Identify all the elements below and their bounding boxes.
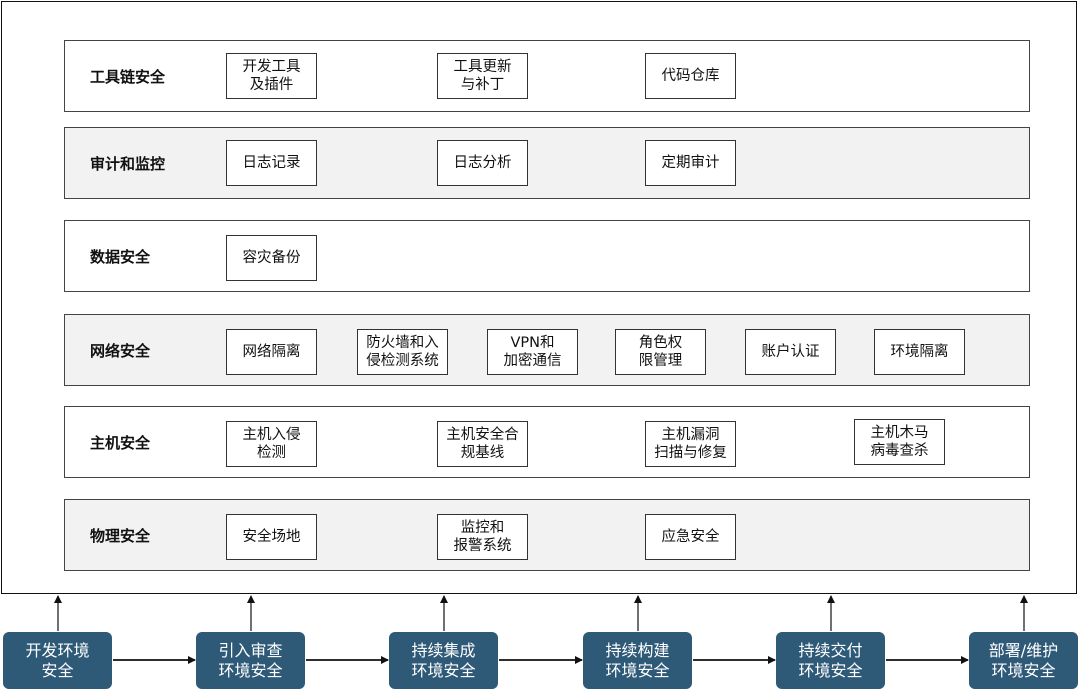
item-dev-tools-plugins: 开发工具 及插件 — [226, 53, 317, 99]
stage-deploy-maintain: 部署/维护 环境安全 — [969, 632, 1078, 689]
item-env-isolation: 环境隔离 — [874, 329, 965, 375]
layer-title: 工具链安全 — [90, 67, 166, 86]
item-tool-updates-patches: 工具更新 与补丁 — [437, 53, 528, 99]
layer-title: 数据安全 — [90, 247, 151, 266]
security-layers-frame: 工具链安全 开发工具 及插件 工具更新 与补丁 代码仓库 审计和监控 日志记录 … — [1, 1, 1077, 594]
layer-host-security: 主机安全 主机入侵 检测 主机安全合 规基线 主机漏洞 扫描与修复 主机木马 病… — [64, 406, 1030, 478]
item-network-isolation: 网络隔离 — [226, 329, 317, 375]
item-secure-site: 安全场地 — [226, 514, 317, 560]
item-firewall-ids: 防火墙和入 侵检测系统 — [357, 329, 448, 375]
item-host-intrusion-detection: 主机入侵 检测 — [226, 421, 317, 467]
layer-title: 审计和监控 — [90, 154, 166, 173]
item-disaster-backup: 容灾备份 — [226, 235, 317, 281]
stage-continuous-integration: 持续集成 环境安全 — [389, 632, 498, 689]
item-account-auth: 账户认证 — [745, 329, 836, 375]
item-log-analysis: 日志分析 — [437, 140, 528, 186]
layer-title: 主机安全 — [90, 433, 151, 452]
item-emergency-security: 应急安全 — [645, 514, 736, 560]
item-host-compliance-baseline: 主机安全合 规基线 — [437, 421, 528, 467]
stage-intake-review: 引入审查 环境安全 — [196, 632, 305, 689]
item-host-vuln-scan-fix: 主机漏洞 扫描与修复 — [645, 421, 736, 467]
item-role-permissions: 角色权 限管理 — [615, 329, 706, 375]
layer-audit-monitoring: 审计和监控 日志记录 日志分析 定期审计 — [64, 127, 1030, 199]
layer-network-security: 网络安全 网络隔离 防火墙和入 侵检测系统 VPN和 加密通信 角色权 限管理 … — [64, 314, 1030, 386]
item-monitoring-alarm: 监控和 报警系统 — [437, 514, 528, 560]
stage-dev-env: 开发环境 安全 — [3, 632, 112, 689]
layer-title: 物理安全 — [90, 526, 151, 545]
layer-physical-security: 物理安全 安全场地 监控和 报警系统 应急安全 — [64, 499, 1030, 571]
item-log-recording: 日志记录 — [226, 140, 317, 186]
item-code-repository: 代码仓库 — [645, 53, 736, 99]
stage-continuous-delivery: 持续交付 环境安全 — [776, 632, 885, 689]
item-periodic-audit: 定期审计 — [645, 140, 736, 186]
layer-data-security: 数据安全 容灾备份 — [64, 220, 1030, 292]
layer-title: 网络安全 — [90, 341, 151, 360]
item-vpn-encryption: VPN和 加密通信 — [487, 329, 578, 375]
layer-toolchain-security: 工具链安全 开发工具 及插件 工具更新 与补丁 代码仓库 — [64, 40, 1030, 112]
item-host-trojan-virus-kill: 主机木马 病毒查杀 — [854, 419, 945, 465]
stage-continuous-build: 持续构建 环境安全 — [583, 632, 692, 689]
